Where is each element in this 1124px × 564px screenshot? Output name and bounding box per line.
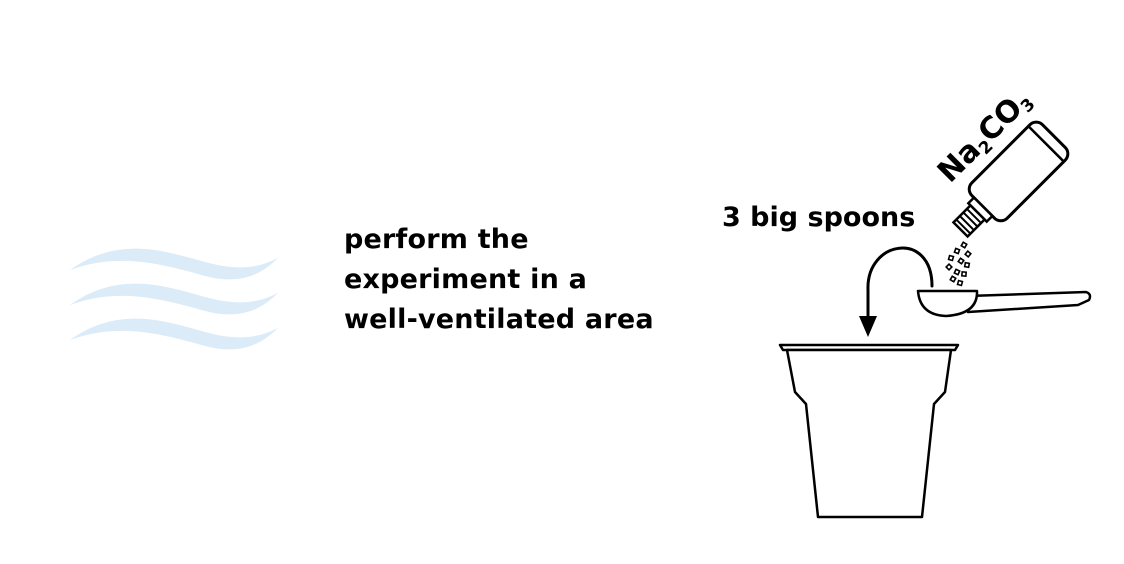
cup-body: [785, 348, 953, 519]
bottle-neck: [951, 203, 987, 239]
plastic-cup-icon: [778, 343, 960, 519]
instruction-line-1: perform the: [344, 224, 529, 255]
bottle-chemical-label: Na2CO3: [931, 82, 1040, 191]
ventilation-instruction: perform the experiment in a well-ventila…: [344, 220, 704, 340]
airflow-wave-3: [70, 318, 278, 350]
airflow-wave-2: [70, 283, 278, 315]
pour-arrow-head: [859, 316, 877, 337]
pour-arrow-curve: [866, 246, 934, 320]
pour-arrow-icon: [859, 246, 934, 337]
spoon-bowl: [916, 289, 979, 318]
airflow-wave-1: [70, 248, 278, 280]
ventilation-waves-icon: [70, 248, 278, 350]
sodium-carbonate-bottle: [951, 120, 1070, 239]
powder-grains: [945, 241, 972, 287]
dosage-label: 3 big spoons: [722, 202, 916, 233]
instruction-line-2: experiment in a: [344, 264, 588, 295]
measuring-spoon-icon: [916, 289, 1092, 318]
spoon-handle: [966, 290, 1092, 314]
bottle-cap-line: [1027, 125, 1065, 163]
instruction-line-3: well-ventilated area: [344, 304, 654, 335]
